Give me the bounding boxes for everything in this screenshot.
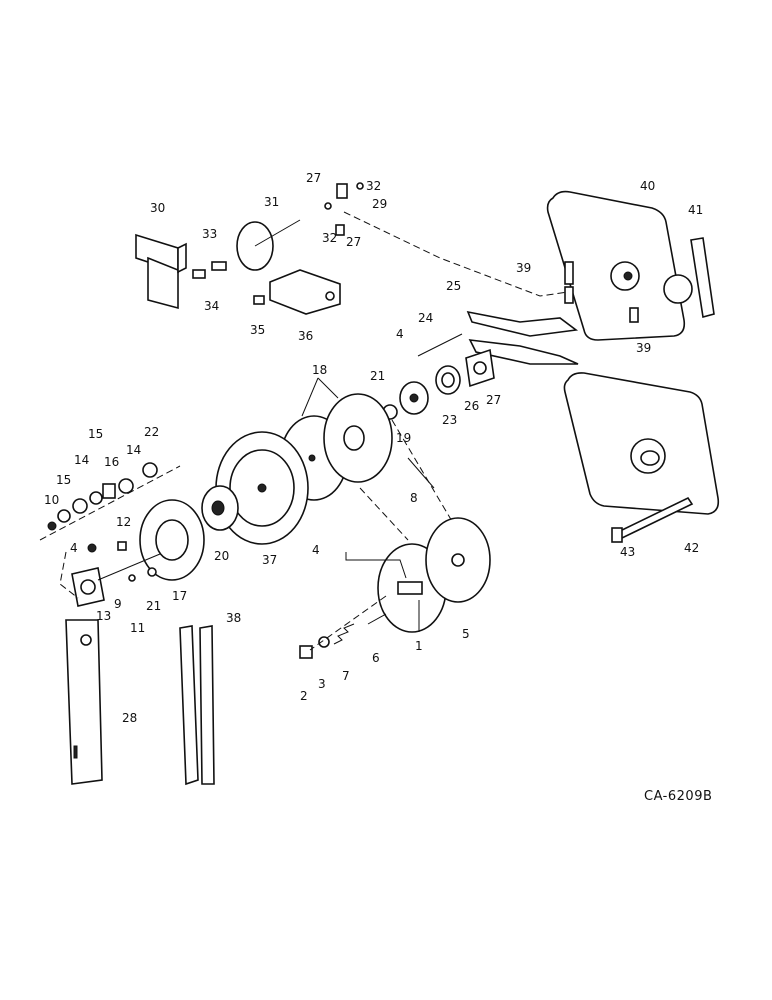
callout-30: 30 bbox=[150, 201, 165, 215]
callout-21b: 21 bbox=[370, 369, 385, 383]
studs-33-34 bbox=[192, 261, 227, 279]
bearing-13 bbox=[71, 567, 105, 607]
callout-33: 33 bbox=[202, 227, 217, 241]
sheave-37 bbox=[215, 431, 309, 545]
spring-7 bbox=[333, 623, 355, 645]
axis-dashed-1 bbox=[309, 595, 387, 651]
callout-25: 25 bbox=[446, 279, 461, 293]
callout-41: 41 bbox=[688, 203, 703, 217]
callout-34: 34 bbox=[204, 299, 219, 313]
callout-27a: 27 bbox=[486, 393, 501, 407]
callout-5: 5 bbox=[462, 627, 470, 641]
callout-35: 35 bbox=[250, 323, 265, 337]
shield-panel bbox=[546, 190, 693, 341]
nut-3 bbox=[318, 636, 330, 648]
callout-18: 18 bbox=[312, 363, 327, 377]
callout-37: 37 bbox=[262, 553, 277, 567]
callout-32b: 32 bbox=[322, 231, 337, 245]
drawing-code: CA-6209B bbox=[644, 789, 712, 804]
callout-12: 12 bbox=[116, 515, 131, 529]
callout-23: 23 bbox=[442, 413, 457, 427]
callout-4c: 4 bbox=[396, 327, 404, 341]
callout-39b: 39 bbox=[636, 341, 651, 355]
lower-shield bbox=[563, 372, 720, 543]
callout-15b: 15 bbox=[88, 427, 103, 441]
callout-36: 36 bbox=[298, 329, 313, 343]
callout-28: 28 bbox=[122, 711, 137, 725]
callout-24: 24 bbox=[418, 311, 433, 325]
callout-14b: 14 bbox=[126, 443, 141, 457]
callout-2: 2 bbox=[300, 689, 308, 703]
cap-2 bbox=[299, 645, 313, 659]
callout-27b: 27 bbox=[306, 171, 321, 185]
callout-4b: 4 bbox=[70, 541, 78, 555]
block-29 bbox=[324, 182, 364, 236]
callout-27c: 27 bbox=[346, 235, 361, 249]
shield-38 bbox=[179, 625, 215, 786]
callout-6: 6 bbox=[372, 651, 380, 665]
side-strip bbox=[690, 237, 715, 319]
bracket-30 bbox=[135, 233, 187, 310]
callouts: 1 2 3 7 6 5 4 8 4 4 9 10 11 12 13 14 14 … bbox=[44, 171, 703, 725]
belt-dashed bbox=[359, 419, 457, 541]
callout-3: 3 bbox=[318, 677, 326, 691]
housing-26 bbox=[465, 348, 495, 388]
callout-19: 19 bbox=[396, 431, 411, 445]
callout-16: 16 bbox=[104, 455, 119, 469]
callout-38: 38 bbox=[226, 611, 241, 625]
callout-13: 13 bbox=[96, 609, 111, 623]
callout-22: 22 bbox=[144, 425, 159, 439]
block-36 bbox=[253, 269, 341, 315]
callout-43: 43 bbox=[620, 545, 635, 559]
callout-17: 17 bbox=[172, 589, 187, 603]
callout-9: 9 bbox=[114, 597, 122, 611]
callout-21a: 21 bbox=[146, 599, 161, 613]
axis-dashed-left bbox=[59, 551, 79, 599]
small-parts-left bbox=[39, 462, 181, 582]
shaft-9 bbox=[97, 553, 161, 581]
rod-8 bbox=[407, 457, 435, 489]
sheave-5 bbox=[425, 517, 491, 603]
callout-31: 31 bbox=[264, 195, 279, 209]
pin-6 bbox=[367, 613, 387, 625]
arms-25 bbox=[466, 310, 579, 365]
rod-24 bbox=[417, 333, 463, 357]
callout-40: 40 bbox=[640, 179, 655, 193]
disc-31 bbox=[236, 219, 301, 271]
bearing-23 bbox=[435, 365, 461, 395]
callout-39a: 39 bbox=[516, 261, 531, 275]
callout-42: 42 bbox=[684, 541, 699, 555]
callout-1: 1 bbox=[415, 639, 423, 653]
hub-20 bbox=[201, 485, 239, 531]
callout-14a: 14 bbox=[74, 453, 89, 467]
sheave-18b bbox=[323, 393, 393, 483]
callout-8: 8 bbox=[410, 491, 418, 505]
callout-26: 26 bbox=[464, 399, 479, 413]
callout-15a: 15 bbox=[56, 473, 71, 487]
shield-28 bbox=[65, 619, 103, 785]
callout-10: 10 bbox=[44, 493, 59, 507]
hub-19 bbox=[399, 381, 429, 415]
callout-4a: 4 bbox=[312, 543, 320, 557]
link-dashed-top bbox=[343, 211, 569, 297]
callout-20: 20 bbox=[214, 549, 229, 563]
sheave-17 bbox=[139, 499, 205, 581]
callout-29: 29 bbox=[372, 197, 387, 211]
callout-32a: 32 bbox=[366, 179, 381, 193]
callout-11: 11 bbox=[130, 621, 145, 635]
leader-4b bbox=[345, 552, 407, 579]
callout-7: 7 bbox=[342, 669, 350, 683]
